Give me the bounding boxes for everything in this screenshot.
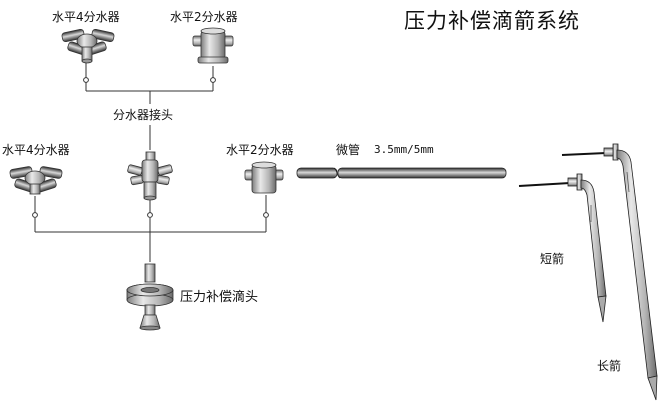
mid-2way-splitter-icon bbox=[244, 161, 284, 194]
label-dripper: 压力补偿滴头 bbox=[180, 290, 259, 305]
top-connector-lines bbox=[85, 62, 214, 150]
label-microtube: 微管 bbox=[336, 143, 361, 157]
joint-dot bbox=[32, 212, 38, 218]
label-mid-4way-splitter: 水平4分水器 bbox=[2, 143, 70, 157]
microtube-icon bbox=[296, 167, 507, 179]
joint-dot bbox=[263, 212, 269, 218]
joint-dot bbox=[147, 212, 153, 218]
label-top-2way-splitter: 水平2分水器 bbox=[170, 10, 238, 24]
label-top-4way-splitter: 水平4分水器 bbox=[52, 10, 120, 24]
label-connector-joint: 分水器接头 bbox=[113, 108, 174, 122]
dripper-icon bbox=[126, 263, 174, 331]
joint-dot bbox=[210, 77, 216, 83]
diagram-title: 压力补偿滴箭系统 bbox=[404, 9, 580, 33]
joint-dot bbox=[83, 77, 89, 83]
top-4way-splitter-icon bbox=[61, 28, 115, 64]
label-long-arrow: 长箭 bbox=[597, 359, 622, 373]
top-2way-splitter-icon bbox=[192, 27, 234, 64]
mid-connector-lines bbox=[34, 195, 267, 262]
connector-joint-icon bbox=[127, 151, 173, 201]
mid-4way-splitter-icon bbox=[9, 166, 63, 195]
long-arrow-icon bbox=[561, 143, 658, 401]
label-mid-2way-splitter: 水平2分水器 bbox=[226, 143, 294, 157]
short-arrow-icon bbox=[518, 173, 607, 323]
label-microtube-spec: 3.5mm/5mm bbox=[374, 143, 434, 156]
label-short-arrow: 短箭 bbox=[540, 252, 565, 266]
